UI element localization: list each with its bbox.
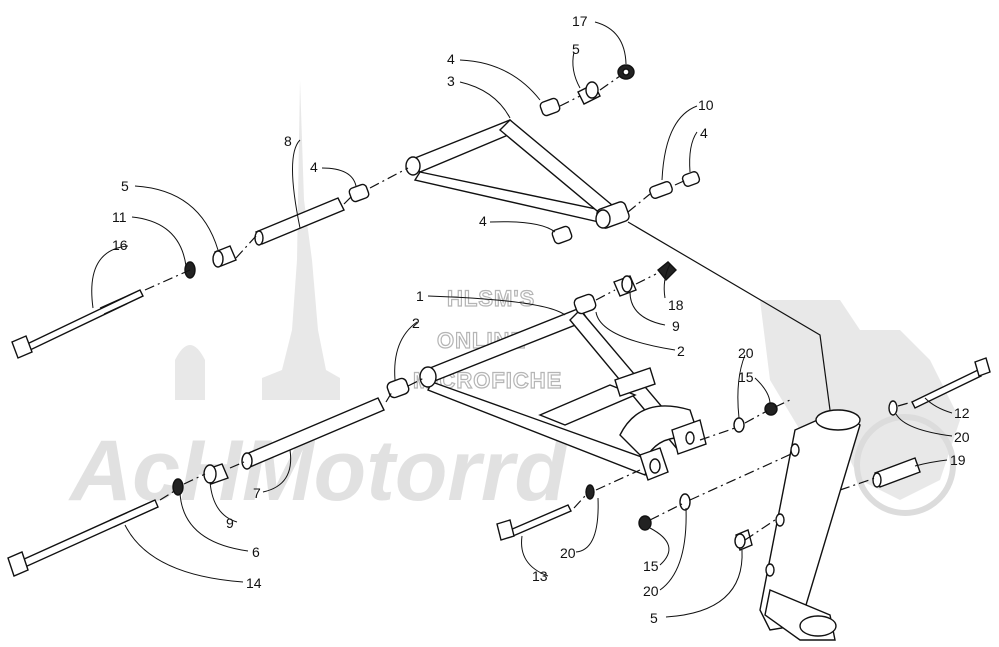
spindle — [759, 409, 861, 641]
bushing-10 — [649, 181, 673, 199]
bolt-16 — [24, 289, 144, 352]
callout-18: 18 — [668, 297, 684, 313]
callout-7: 7 — [253, 485, 261, 501]
lower-arm-brace — [538, 384, 637, 426]
callout-5: 5 — [572, 41, 580, 57]
washer-20-bottom — [679, 493, 691, 511]
watermark-line1: HLSM'S — [447, 286, 535, 311]
callout-16: 16 — [112, 237, 128, 253]
callout-13: 13 — [532, 568, 548, 584]
callout-9: 9 — [672, 318, 680, 334]
callouts: 17 5 4 3 10 4 8 4 5 11 16 4 1 18 9 2 2 2… — [112, 13, 970, 626]
callout-20: 20 — [560, 545, 576, 561]
watermark-motorcycle — [760, 300, 960, 500]
upper-a-arm — [405, 119, 630, 229]
washer-20-far — [888, 400, 898, 416]
bushing-4-lower — [551, 225, 573, 245]
callout-3: 3 — [447, 73, 455, 89]
nut-15-bottom — [638, 515, 652, 531]
callout-15: 15 — [643, 558, 659, 574]
washer-20-right — [733, 417, 745, 433]
callout-9: 9 — [226, 515, 234, 531]
callout-2: 2 — [677, 343, 685, 359]
callout-11: 11 — [112, 209, 127, 225]
leader-lines — [91, 21, 953, 618]
callout-19: 19 — [950, 452, 966, 468]
bushing-2-top — [573, 293, 597, 315]
callout-17: 17 — [572, 13, 588, 29]
watermark-wheel — [854, 414, 956, 516]
callout-12: 12 — [954, 405, 970, 421]
upper-hardware — [11, 64, 701, 359]
washer-20-mid — [585, 484, 595, 500]
callout-20: 20 — [738, 345, 754, 361]
assembly-line — [627, 221, 831, 411]
callout-4: 4 — [700, 125, 708, 141]
callout-4: 4 — [479, 213, 487, 229]
callout-15: 15 — [738, 369, 754, 385]
callout-2: 2 — [412, 315, 420, 331]
callout-8: 8 — [284, 133, 292, 149]
callout-6: 6 — [252, 544, 260, 560]
callout-4: 4 — [447, 51, 455, 67]
callout-20: 20 — [954, 429, 970, 445]
nut-15-top — [764, 402, 778, 416]
bushing-4-top — [539, 97, 561, 117]
callout-4: 4 — [310, 159, 318, 175]
callout-14: 14 — [246, 575, 262, 591]
washer-6 — [172, 478, 184, 496]
callout-5: 5 — [121, 178, 129, 194]
lower-a-arm — [419, 307, 707, 481]
bushing-4-left — [348, 183, 370, 203]
bushing-4-right — [681, 171, 701, 187]
lower-hardware — [7, 261, 991, 577]
callout-10: 10 — [698, 97, 714, 113]
callout-1: 1 — [416, 288, 424, 304]
callout-20: 20 — [643, 583, 659, 599]
callout-5: 5 — [650, 610, 658, 626]
watermark-dome — [175, 345, 205, 400]
bushing-2-left — [386, 377, 410, 399]
watermark-spire — [262, 80, 340, 400]
